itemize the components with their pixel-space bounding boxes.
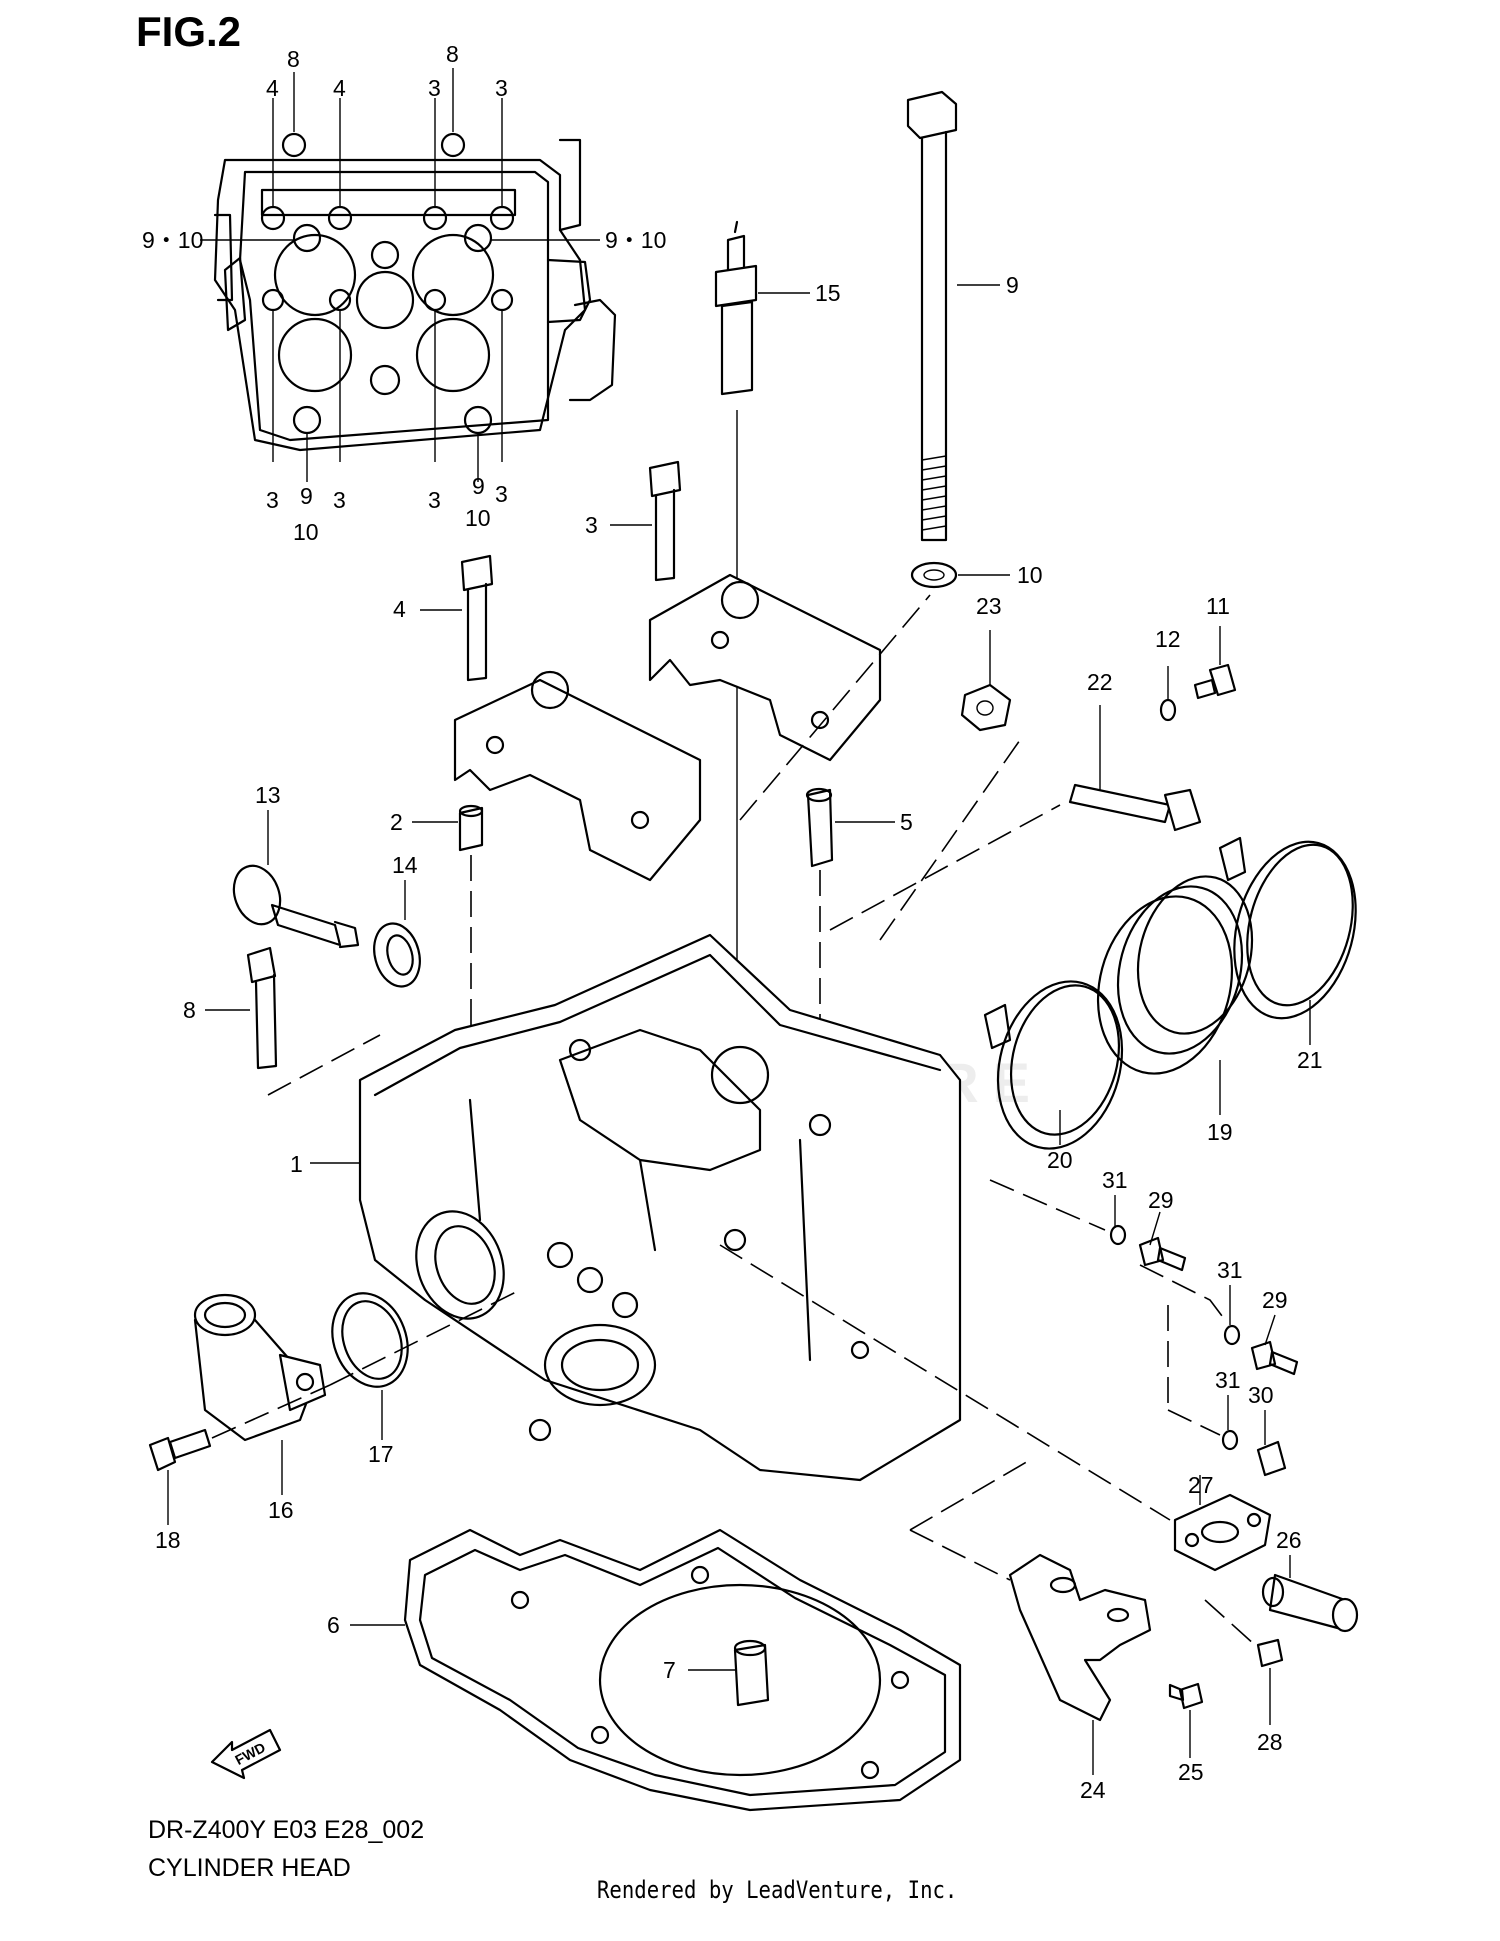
inset-callout: 10 <box>293 519 319 545</box>
inset-callout-labels: 8 8 4 4 3 3 9・10 9・10 3 9 10 3 3 9 10 3 <box>142 41 666 545</box>
callout-5: 5 <box>900 809 913 835</box>
model-code: DR-Z400Y E03 E28_002 <box>148 1816 425 1844</box>
bolt-18 <box>148 1428 212 1472</box>
callout-7: 7 <box>663 1657 676 1683</box>
seal-ring-14 <box>373 922 421 988</box>
plug-part-13 <box>232 864 360 949</box>
water-union-16 <box>193 1293 327 1442</box>
inset-callout: 10 <box>465 505 491 531</box>
bolt-30 <box>1256 1440 1287 1477</box>
washer-31a <box>1109 1224 1127 1246</box>
section-title: CYLINDER HEAD <box>148 1854 351 1882</box>
callout-10: 10 <box>1017 562 1043 588</box>
cylinder-head <box>358 933 962 1482</box>
callout-17: 17 <box>368 1441 394 1467</box>
callout-11: 11 <box>1206 593 1230 619</box>
callout-1: 1 <box>290 1151 303 1177</box>
cylinder-stud-bolt <box>906 90 958 542</box>
callout-19: 19 <box>1207 1119 1233 1145</box>
inset-callout: 3 <box>333 487 346 513</box>
callout-20: 20 <box>1047 1147 1073 1173</box>
callout-9: 9 <box>1006 272 1019 298</box>
bolt-29b <box>1250 1340 1299 1376</box>
figure-title: FIG.2 <box>136 8 242 55</box>
callout-31a: 31 <box>1102 1167 1128 1193</box>
inset-callout: 9・10 <box>142 227 203 253</box>
camshaft-holder-lower <box>453 670 702 882</box>
inset-callout: 8 <box>446 41 459 67</box>
inset-callout: 3 <box>495 75 508 101</box>
callout-27: 27 <box>1188 1472 1214 1498</box>
screw-11 <box>1193 663 1237 700</box>
callout-25: 25 <box>1178 1759 1204 1785</box>
inset-callout: 8 <box>287 46 300 72</box>
washer-31b <box>1223 1324 1241 1346</box>
callout-29b: 29 <box>1262 1287 1288 1313</box>
camshaft-holder-upper <box>648 573 882 762</box>
dowel-pin <box>458 804 484 852</box>
intake-clamp-21 <box>1218 836 1357 1020</box>
callout-24: 24 <box>1080 1777 1106 1803</box>
main-leaders <box>205 284 1311 1578</box>
intake-clamp-20 <box>983 980 1124 1150</box>
callout-16: 16 <box>268 1497 294 1523</box>
stud-thread <box>921 455 947 531</box>
holder-bolt-4 <box>460 554 494 682</box>
inset-leaders <box>200 68 600 482</box>
bolt-28 <box>1256 1638 1284 1668</box>
inset-callout: 3 <box>428 75 441 101</box>
inset-top-view <box>200 68 617 482</box>
callout-30: 30 <box>1248 1382 1274 1408</box>
bolt-29a <box>1138 1236 1187 1272</box>
callout-31c: 31 <box>1215 1367 1241 1393</box>
inset-callout: 9 <box>300 483 313 509</box>
inset-callout: 9 <box>472 473 485 499</box>
holder-bolt-3 <box>648 460 682 582</box>
callout-8: 8 <box>183 997 196 1023</box>
main-callout-labels: 1 2 3 4 5 6 7 8 9 10 11 12 13 14 15 16 1… <box>155 272 1323 1803</box>
callout-31b: 31 <box>1217 1257 1243 1283</box>
fwd-arrow-icon: FWD <box>210 1728 282 1780</box>
bolt-8 <box>246 946 278 1070</box>
tensioner-26 <box>1261 1573 1359 1633</box>
callout-23: 23 <box>976 593 1002 619</box>
intake-pipe <box>1096 875 1254 1075</box>
render-credit: Rendered by LeadVenture, Inc. <box>597 1876 958 1904</box>
callout-21: 21 <box>1297 1047 1323 1073</box>
callout-12: 12 <box>1155 626 1181 652</box>
callout-4: 4 <box>393 596 406 622</box>
head-gasket <box>403 1528 962 1812</box>
dowel-pin-7 <box>733 1639 770 1707</box>
inset-callout: 3 <box>495 481 508 507</box>
washer <box>910 561 958 589</box>
inset-callout: 3 <box>428 487 441 513</box>
callout-18: 18 <box>155 1527 181 1553</box>
washer-31c <box>1221 1429 1239 1451</box>
nut-23 <box>960 683 1012 732</box>
callout-6: 6 <box>327 1612 340 1638</box>
callout-26: 26 <box>1276 1527 1302 1553</box>
callout-2: 2 <box>390 809 403 835</box>
callout-29a: 29 <box>1148 1187 1174 1213</box>
o-ring-17 <box>331 1292 409 1388</box>
oil-control-valve <box>805 787 834 868</box>
bracket-24 <box>1008 1553 1152 1722</box>
callout-14: 14 <box>392 852 418 878</box>
callout-13: 13 <box>255 782 281 808</box>
spark-plug <box>714 220 758 396</box>
inset-callout: 9・10 <box>605 227 666 253</box>
callout-3: 3 <box>585 512 598 538</box>
callout-15: 15 <box>815 280 841 306</box>
inset-callout: 4 <box>266 75 279 101</box>
gasket-27 <box>1173 1493 1272 1572</box>
inset-callout: 4 <box>333 75 346 101</box>
inset-callout: 3 <box>266 487 279 513</box>
callout-22: 22 <box>1087 669 1113 695</box>
intake-stud-22 <box>1068 783 1202 832</box>
screw-25 <box>1168 1682 1204 1710</box>
callout-28: 28 <box>1257 1729 1283 1755</box>
washer-12 <box>1159 698 1177 722</box>
